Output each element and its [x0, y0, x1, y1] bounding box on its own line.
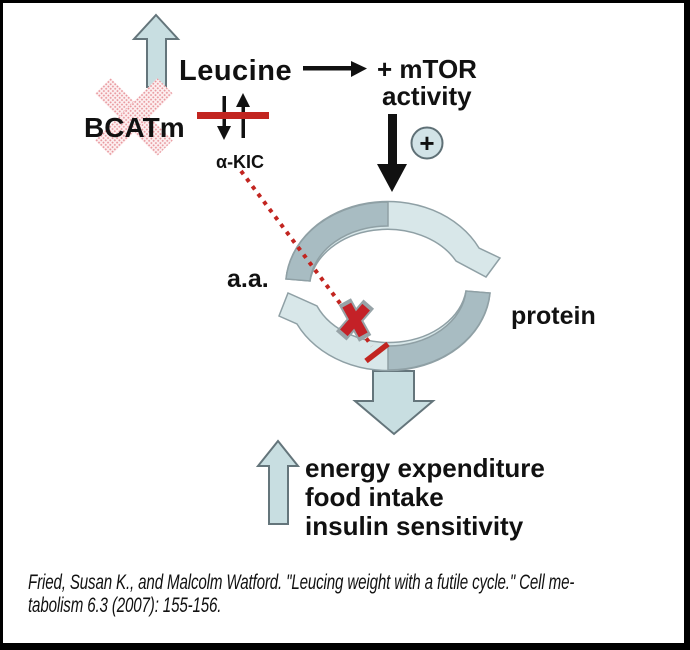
futile-cycle-diagram: + [95, 13, 502, 525]
mtor-line2: activity [382, 81, 472, 111]
bcatm-knockout-x-icon [95, 78, 173, 156]
plus-circle-icon [410, 126, 444, 160]
citation-line2: tabolism 6.3 (2007): 155-156. [28, 594, 222, 617]
inhibition-end-bar-icon [364, 341, 390, 364]
leucine-label: Leucine [179, 55, 293, 87]
citation-line1: Fried, Susan K., and Malcolm Watford. "L… [28, 571, 575, 594]
citation: Fried, Susan K., and Malcolm Watford. "L… [28, 571, 676, 617]
outcomes-list: energy expenditure food intake insulin s… [305, 454, 545, 541]
up-arrow-leucine-icon [131, 13, 181, 88]
up-arrow-outcomes-icon [255, 439, 301, 525]
down-arrow-outcomes-icon [352, 370, 436, 436]
cycle-top-arrow-dark [285, 201, 389, 282]
alpha-kic-label: α-KIC [216, 152, 265, 172]
bcatm-label: BCATm [84, 112, 185, 143]
outcome-food-intake: food intake [305, 482, 444, 512]
plus-circle-label: + [419, 128, 434, 158]
protein-label: protein [511, 302, 596, 330]
mtor-activity-label: + mTOR activity [377, 56, 477, 110]
arrow-leucine-to-mtor-icon [303, 61, 367, 77]
arrow-mtor-to-cycle-icon [377, 114, 407, 192]
outcome-energy-expenditure: energy expenditure [305, 453, 545, 483]
mtor-line1: + mTOR [377, 54, 477, 84]
cycle-bottom-arrow-dark [387, 290, 491, 371]
outcome-insulin-sensitivity: insulin sensitivity [305, 511, 524, 541]
red-block-bar-icon [197, 112, 269, 119]
inhibition-x-icon [335, 298, 375, 342]
amino-acids-label: a.a. [227, 265, 269, 293]
